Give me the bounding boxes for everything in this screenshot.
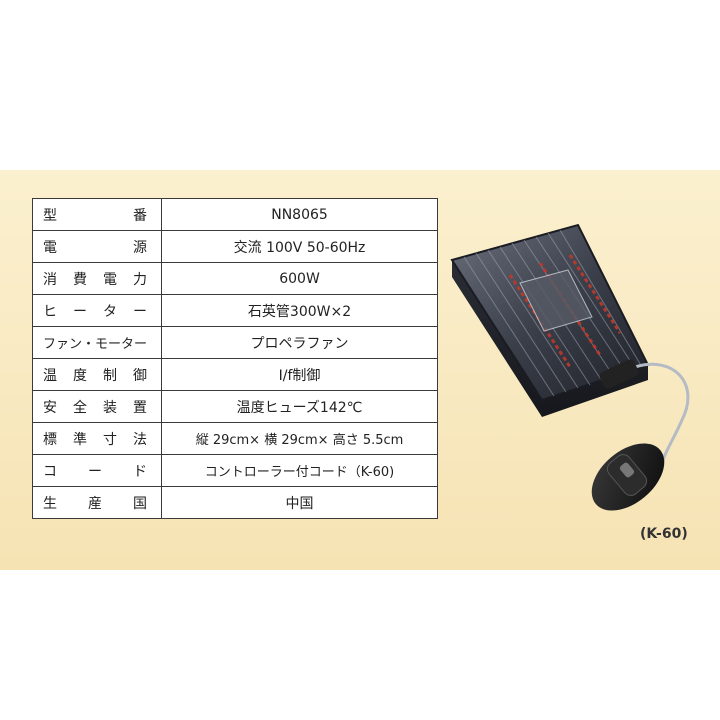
table-row: ファン・モーター プロペラファン bbox=[31, 326, 438, 359]
table-row: 標準寸法 縦 29cm× 横 29cm× 高さ 5.5cm bbox=[31, 422, 438, 455]
spec-value: 縦 29cm× 横 29cm× 高さ 5.5cm bbox=[161, 422, 438, 455]
spec-label: 生産国 bbox=[43, 495, 148, 512]
spec-value: 交流 100V 50-60Hz bbox=[161, 230, 438, 263]
spec-value: コントローラー付コード（K-60) bbox=[161, 454, 438, 487]
spec-value: I/f制御 bbox=[161, 358, 438, 391]
table-row: 安全装置 温度ヒューズ142℃ bbox=[31, 390, 438, 423]
controller-caption: (K-60) bbox=[640, 526, 688, 542]
controller-image bbox=[591, 443, 665, 511]
spec-value: NN8065 bbox=[161, 198, 438, 231]
spec-label: 温度制御 bbox=[43, 367, 148, 384]
table-row: コード コントローラー付コード（K-60) bbox=[31, 454, 438, 487]
spec-label: 安全装置 bbox=[43, 399, 148, 416]
product-illustration bbox=[450, 223, 690, 511]
table-row: 温度制御 I/f制御 bbox=[31, 358, 438, 391]
table-row: 生産国 中国 bbox=[31, 486, 438, 519]
spec-table: 型番 NN8065 電源 交流 100V 50-60Hz 消費電力 600W ヒ… bbox=[31, 198, 438, 519]
table-row: ヒーター 石英管300W×2 bbox=[31, 294, 438, 327]
spec-value: 石英管300W×2 bbox=[161, 294, 438, 327]
spec-value: プロペラファン bbox=[161, 326, 438, 359]
spec-label: コード bbox=[43, 463, 148, 480]
spec-label: 型番 bbox=[43, 207, 148, 224]
heater-unit-image bbox=[450, 223, 690, 474]
spec-value: 中国 bbox=[161, 486, 438, 519]
spec-label: ヒーター bbox=[43, 303, 148, 320]
table-row: 電源 交流 100V 50-60Hz bbox=[31, 230, 438, 263]
table-row: 型番 NN8065 bbox=[31, 198, 438, 231]
spec-label: ファン・モーター bbox=[43, 337, 148, 352]
spec-label: 標準寸法 bbox=[43, 431, 148, 448]
spec-label: 消費電力 bbox=[43, 271, 148, 288]
table-row: 消費電力 600W bbox=[31, 262, 438, 295]
spec-label: 電源 bbox=[43, 239, 148, 256]
spec-value: 温度ヒューズ142℃ bbox=[161, 390, 438, 423]
spec-value: 600W bbox=[161, 262, 438, 295]
